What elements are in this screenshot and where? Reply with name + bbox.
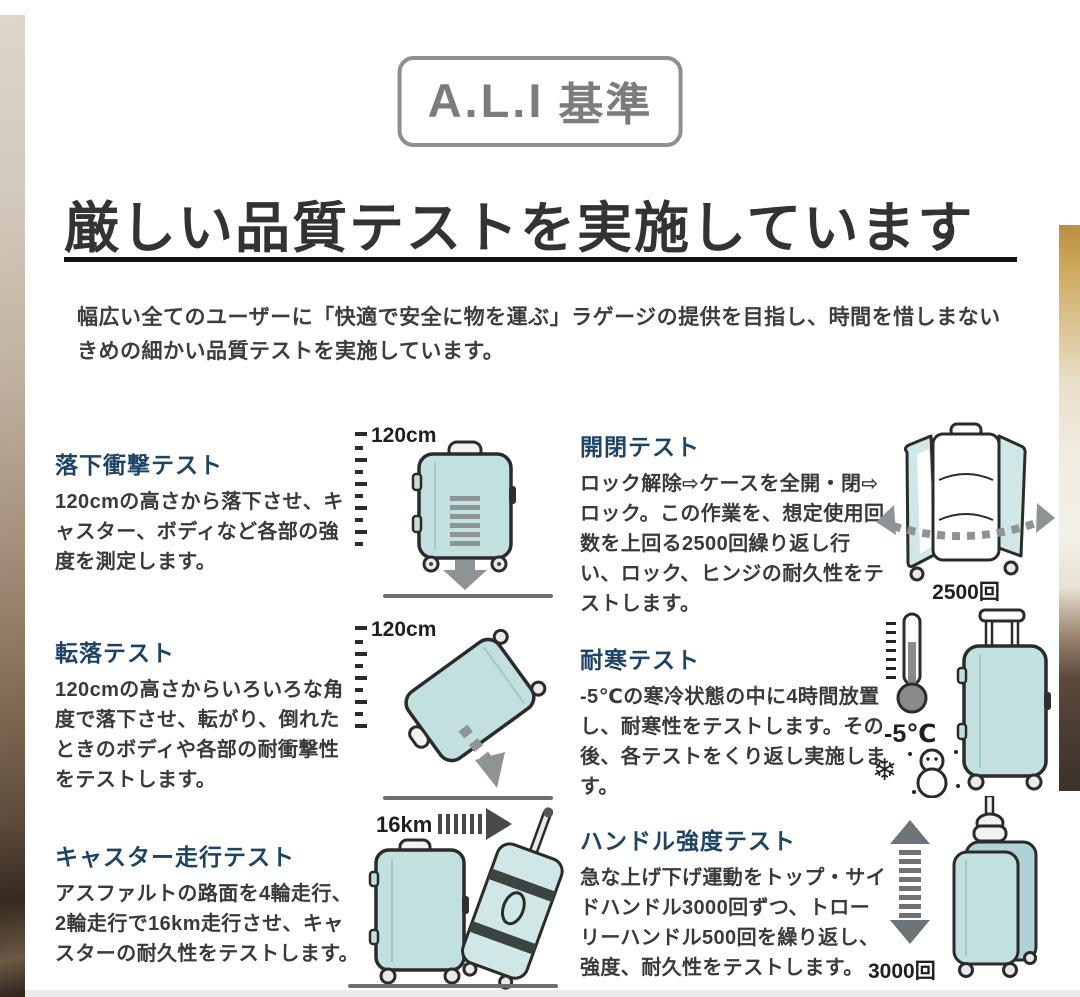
upright-suitcase-icon — [368, 838, 469, 985]
ali-logo-text: A.L.I — [427, 74, 545, 127]
distance-label: 16km — [376, 812, 432, 837]
bottom-divider — [25, 990, 1080, 997]
ground-line — [383, 796, 553, 800]
test-description: 120cmの高さからいろいろな角度で落下させ、転がり、倒れたときのボディや各部の… — [55, 679, 344, 791]
test-cold-resistance: 耐寒テスト -5℃の寒冷状態の中に4時間放置し、耐寒性をテストします。その後、各… — [580, 641, 888, 802]
test-description: 120cmの高さから落下させ、キャスター、ボディなど各部の強度を測定します。 — [55, 491, 344, 573]
test-title: 落下衝撃テスト — [55, 452, 223, 478]
test-open-close: 開閉テスト ロック解除⇨ケースを全開・閉⇨ロック。この作業を、想定使用回数を上回… — [580, 428, 888, 619]
ali-standard-badge: A.L.I 基準 — [397, 56, 683, 147]
swing-arrows-icon — [876, 503, 1055, 541]
handle-test-svg: 3000回 — [868, 796, 1038, 983]
left-photo-edge — [0, 15, 25, 997]
up-down-arrow-icon — [890, 820, 930, 944]
test-description: ロック解除⇨ケースを全開・閉⇨ロック。この作業を、想定使用回数を上回る2500回… — [580, 473, 885, 615]
cold-test-svg: -5℃ ❄ — [872, 608, 1051, 798]
height-ruler-icon — [355, 626, 367, 728]
temperature-label: -5℃ — [884, 720, 937, 748]
test-title: ハンドル強度テスト — [580, 828, 796, 854]
right-arrow-icon — [438, 808, 512, 840]
thermometer-icon — [886, 612, 928, 714]
intro-line-2: きめの細かい品質テストを実施しています。 — [77, 339, 505, 363]
intro-line-1: 幅広い全てのユーザーに「快適で安全に物を運ぶ」ラゲージの提供を目指し、時間を惜し… — [77, 306, 1001, 329]
caster-test-svg: 16km — [348, 807, 564, 990]
snowflake-icon: ❄ — [872, 754, 897, 787]
handle-test-illustration: 3000回 — [866, 796, 1056, 988]
cold-test-illustration: -5℃ ❄ — [868, 606, 1058, 798]
test-title: 耐寒テスト — [580, 647, 700, 673]
test-title: キャスター走行テスト — [55, 844, 295, 870]
drop-height-label: 120cm — [371, 424, 436, 447]
test-title: 転落テスト — [55, 640, 175, 666]
heading-underline — [64, 257, 1017, 262]
open-close-test-illustration: 2500回 — [873, 418, 1058, 603]
snowman-icon — [908, 748, 960, 798]
intro-paragraph: 幅広い全てのユーザーに「快適で安全に物を運ぶ」ラゲージの提供を目指し、時間を惜し… — [77, 301, 1037, 368]
tumble-test-illustration: 120cm — [343, 610, 558, 805]
test-description: -5℃の寒冷状態の中に4時間放置し、耐寒性をテストします。その後、各テストをくり… — [580, 686, 886, 798]
ali-badge-suffix: 基準 — [558, 79, 653, 130]
drop-height-label: 120cm — [371, 618, 436, 641]
open-close-test-svg: 2500回 — [876, 422, 1055, 603]
drop-test-illustration: 120cm — [343, 416, 558, 601]
test-caster-run: キャスター走行テスト アスファルトの路面を4輪走行、2輪走行で16km走行させ、… — [55, 838, 360, 969]
cycle-count-label: 2500回 — [932, 581, 1000, 603]
test-tumble: 転落テスト 120cmの高さからいろいろな角度で落下させ、転がり、倒れたときのボ… — [55, 634, 347, 795]
right-photo-edge — [1059, 225, 1080, 791]
tumble-test-svg: 120cm — [355, 618, 553, 800]
drop-test-svg: 120cm — [355, 424, 553, 598]
test-drop-impact: 落下衝撃テスト 120cmの高さから落下させ、キャスター、ボディなど各部の強度を… — [55, 446, 347, 577]
caster-test-illustration: 16km — [336, 800, 566, 992]
ground-line — [348, 984, 558, 988]
suitcase-with-handle-icon — [956, 608, 1051, 791]
test-description: アスファルトの路面を4輪走行、2輪走行で16km走行させ、キャスターの耐久性をテ… — [55, 883, 359, 965]
tilted-suitcase-icon — [404, 628, 547, 763]
lifted-suitcase-icon — [952, 796, 1038, 978]
fall-arrow-icon — [458, 724, 505, 788]
height-ruler-icon — [355, 432, 367, 546]
test-title: 開閉テスト — [580, 434, 700, 460]
ground-line — [383, 594, 553, 598]
page-title: 厳しい品質テストを実施しています — [64, 197, 975, 259]
lift-count-label: 3000回 — [868, 960, 936, 983]
down-arrow-icon — [443, 496, 487, 590]
test-description: 急な上げ下げ運動をトップ・サイドハンドル3000回ずつ、トローリーハンドル500… — [580, 867, 886, 979]
test-handle-strength: ハンドル強度テスト 急な上げ下げ運動をトップ・サイドハンドル3000回ずつ、トロ… — [580, 822, 888, 983]
open-suitcase-icon — [903, 422, 1027, 582]
